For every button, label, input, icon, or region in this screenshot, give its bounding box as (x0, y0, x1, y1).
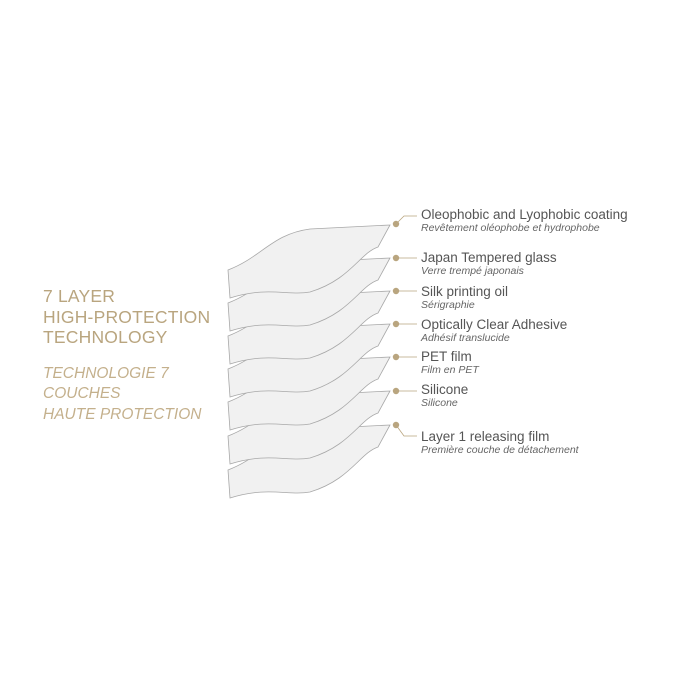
callout-line-1 (395, 215, 417, 225)
layer-name: Oleophobic and Lyophobic coating (421, 207, 628, 222)
layer-name-fr: Silicone (421, 397, 458, 409)
layer-name-fr: Film en PET (421, 364, 479, 376)
callout-dot-2 (392, 254, 400, 262)
callout-dot-6 (392, 387, 400, 395)
layer-name-fr: Revêtement oléophobe et hydrophobe (421, 222, 600, 234)
callout-dot-4 (392, 320, 400, 328)
layer-name: PET film (421, 349, 472, 364)
layer-name-fr: Verre trempé japonais (421, 265, 524, 277)
title-block: 7 LAYER HIGH-PROTECTION TECHNOLOGY TECHN… (43, 286, 233, 425)
callout-dot-1 (392, 220, 400, 228)
french-subtitle: TECHNOLOGIE 7 COUCHES HAUTE PROTECTION (43, 364, 233, 426)
title-line-1: 7 LAYER (43, 286, 116, 306)
layer-name: Silk printing oil (421, 284, 509, 299)
callout-lines (392, 215, 417, 437)
layer-name-fr: Sérigraphie (421, 299, 475, 311)
layer-name: Layer 1 releasing film (421, 429, 550, 444)
main-title: 7 LAYER HIGH-PROTECTION TECHNOLOGY (43, 286, 233, 348)
callout-line-7 (395, 424, 417, 437)
layer-sheets (227, 224, 391, 499)
title-line-3: TECHNOLOGY (43, 327, 168, 347)
layer-name-fr: Première couche de détachement (421, 444, 579, 456)
callout-dot-7 (392, 421, 400, 429)
subtitle-line-1: TECHNOLOGIE 7 (43, 364, 169, 382)
layer-sheet-1 (227, 224, 391, 299)
layer-name-fr: Adhésif translucide (421, 332, 510, 344)
layer-name: Silicone (421, 382, 469, 397)
subtitle-line-3: HAUTE PROTECTION (43, 405, 202, 423)
layer-name: Optically Clear Adhesive (421, 317, 568, 332)
callout-dot-5 (392, 353, 400, 361)
title-line-2: HIGH-PROTECTION (43, 306, 211, 327)
layer-name: Japan Tempered glass (421, 250, 557, 265)
callout-dot-3 (392, 287, 400, 295)
subtitle-line-2: COUCHES (43, 385, 121, 402)
